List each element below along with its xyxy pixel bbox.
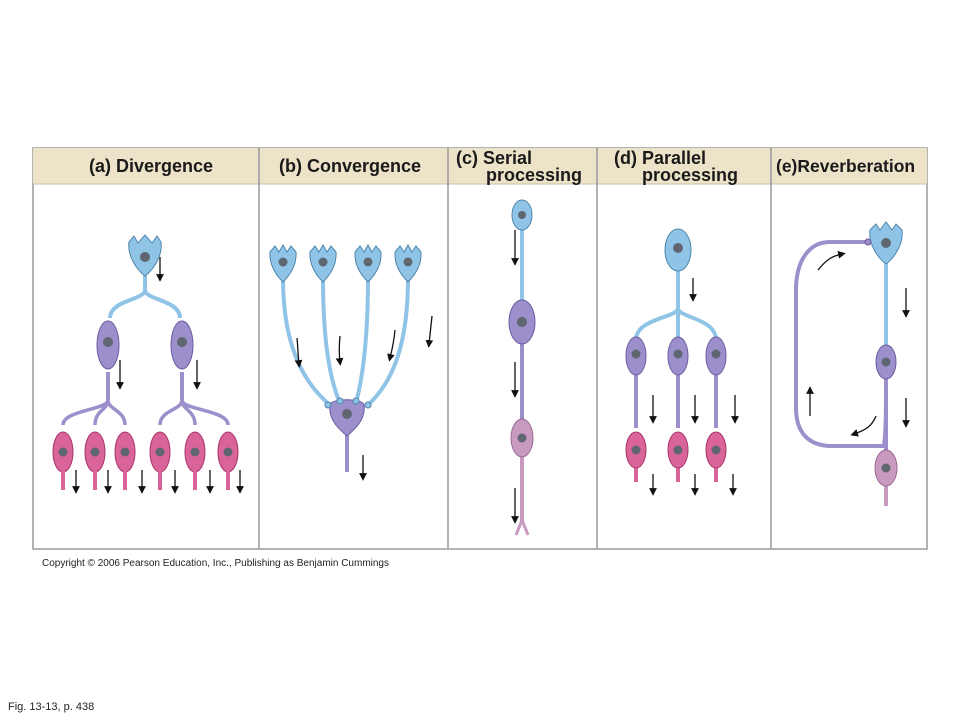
serial-label-line2: processing (486, 165, 583, 185)
convergence-label: (b) Convergence (279, 156, 422, 176)
reverberation-diagram (794, 221, 910, 506)
figure-reference: Fig. 13-13, p. 438 (8, 701, 95, 713)
neural-circuits-figure (32, 147, 928, 550)
header-band (33, 148, 927, 184)
serial-processing-diagram (508, 199, 536, 536)
serial-label-line1: (c) Serial (456, 148, 533, 168)
parallel-label-line1: (d) Parallel (614, 148, 707, 168)
divergence-diagram (52, 234, 244, 494)
reverberation-label: (e)Reverberation (776, 156, 916, 176)
figure-frame (32, 147, 928, 550)
parallel-processing-diagram (625, 228, 739, 496)
copyright-text: Copyright © 2006 Pearson Education, Inc.… (42, 558, 389, 569)
divergence-label: (a) Divergence (89, 156, 214, 176)
parallel-label-line2: processing (642, 165, 739, 185)
convergence-diagram (269, 243, 434, 481)
